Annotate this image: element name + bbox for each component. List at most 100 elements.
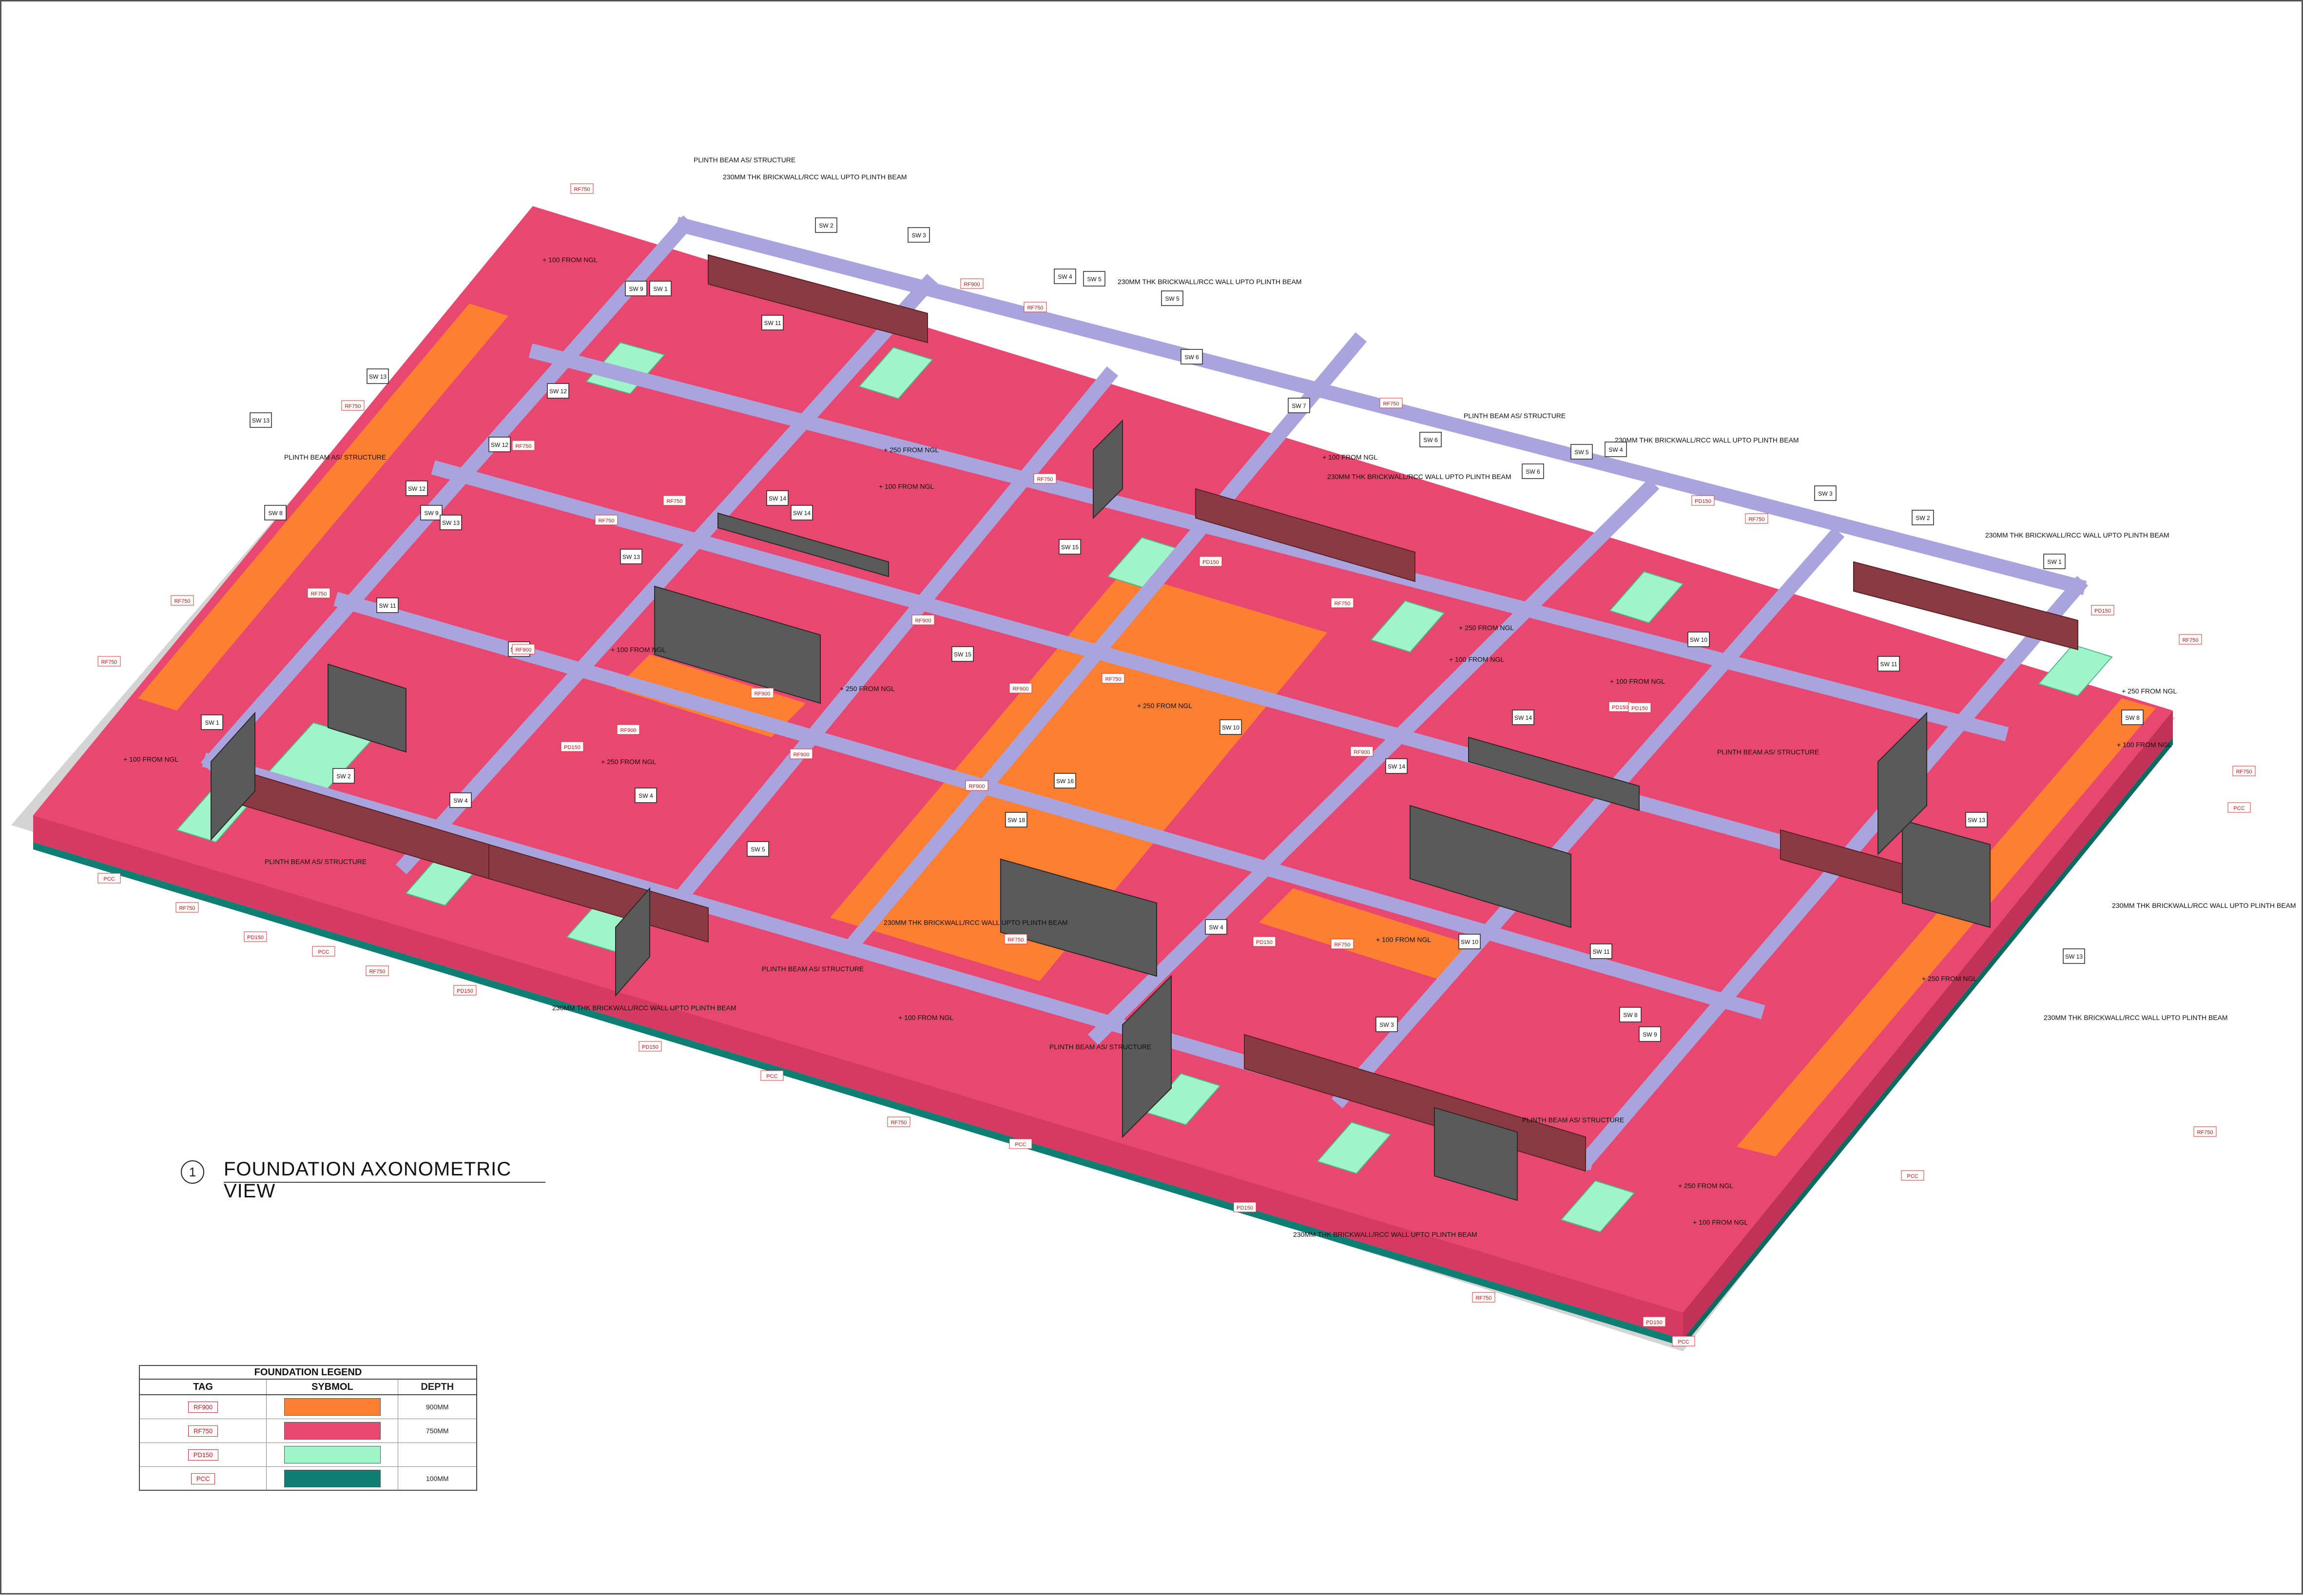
- legend-header-tag: TAG: [140, 1380, 267, 1394]
- foundation-tag-marker: PD150: [1199, 556, 1222, 567]
- shear-wall-tag: SW 13: [367, 368, 389, 384]
- slab-right-face: [1683, 711, 2173, 1339]
- legend-swatch-pd150: [284, 1446, 381, 1463]
- foundation-tag-label: RF750: [1027, 305, 1043, 311]
- foundation-tag-marker: RF750: [1033, 473, 1057, 484]
- shear-wall-tag: SW 1: [201, 714, 223, 730]
- shear-wall-tag-label: SW 10: [1690, 636, 1707, 643]
- plinth-beam: [1331, 527, 1845, 1109]
- level-note-100: + 100 FROM NGL: [898, 1014, 953, 1021]
- foundation-legend: FOUNDATION LEGEND TAG SYBMOL DEPTH RF900…: [139, 1365, 477, 1491]
- shear-wall-tag-box: [420, 505, 443, 520]
- foundation-tag-label: RF750: [890, 1120, 907, 1126]
- foundation-tag-label: RF750: [369, 969, 385, 975]
- level-note-100: + 100 FROM NGL: [542, 256, 598, 264]
- foundation-tag-box: [341, 400, 365, 411]
- shear-wall-tag-label: SW 4: [453, 797, 468, 804]
- shear-wall-tag-label: SW 10: [1222, 724, 1239, 731]
- brickwall-note: 230MM THK BRICKWALL/RCC WALL UPTO PLINTH…: [884, 919, 1068, 926]
- shear-wall-tag-box: [1161, 290, 1183, 306]
- foundation-tag-box: [1745, 513, 1768, 524]
- level-note-250: + 250 FROM NGL: [1922, 975, 1977, 982]
- foundation-tag-label: PCC: [103, 876, 115, 882]
- brickwall-note: 230MM THK BRICKWALL/RCC WALL UPTO PLINTH…: [1615, 436, 1799, 444]
- foundation-tag-marker: PD150: [453, 985, 477, 996]
- foundation-tag-box: [1331, 939, 1354, 949]
- foundation-tag-marker: PCC: [760, 1070, 784, 1081]
- foundation-tag-marker: RF900: [965, 780, 988, 791]
- foundation-tag-marker: PD150: [1253, 936, 1276, 947]
- foundation-tag-box: [887, 1116, 910, 1127]
- shear-wall-tag-box: [815, 217, 837, 233]
- pd150-pad: [1370, 600, 1445, 653]
- brickwall-note: 230MM THK BRICKWALL/RCC WALL UPTO PLINTH…: [723, 173, 907, 181]
- foundation-tag-box: [1102, 673, 1125, 684]
- foundation-tag-box: [1199, 556, 1222, 567]
- shear-wall-tag-label: SW 11: [1592, 948, 1609, 955]
- shear-wall-tag: SW 4: [1605, 442, 1627, 457]
- foundation-tag-box: [512, 440, 535, 451]
- shear-wall-tag-box: [449, 792, 472, 808]
- shear-wall-tag-label: SW 14: [793, 510, 811, 517]
- foundation-tag-marker: RF900: [1350, 746, 1374, 757]
- foundation-tag-label: RF900: [754, 691, 770, 697]
- brickwall-note: 230MM THK BRICKWALL/RCC WALL UPTO PLINTH…: [2112, 902, 2296, 909]
- foundation-tag-box: [312, 946, 335, 957]
- shear-wall-tag-box: [1619, 1007, 1642, 1022]
- foundation-tag-box: [512, 644, 535, 654]
- foundation-tag-box: [639, 1041, 662, 1052]
- foundation-tag-marker: RF750: [1472, 1292, 1495, 1303]
- level-note-100: + 100 FROM NGL: [1610, 677, 1665, 685]
- foundation-tag-marker: RF750: [175, 902, 199, 913]
- foundation-tag-marker: RF750: [2232, 766, 2256, 776]
- foundation-tag-box: [1643, 1316, 1666, 1327]
- shear-wall-tag: SW 6: [1522, 463, 1544, 479]
- legend-tag: RF900: [188, 1401, 218, 1413]
- legend-depth: 750MM: [426, 1427, 449, 1435]
- shear-wall-tag-label: SW 11: [764, 320, 781, 327]
- shear-wall-tag: SW 13: [440, 515, 462, 530]
- shear-wall-tag: SW 11: [761, 315, 784, 330]
- foundation-tag-marker: RF750: [366, 965, 389, 976]
- rf900-zone-strip2: [1259, 888, 1478, 981]
- shear-wall-tag: SW 5: [1161, 290, 1183, 306]
- shear-wall-tag-label: SW 2: [819, 222, 833, 229]
- shear-wall-tag-label: SW 8: [1623, 1012, 1638, 1019]
- foundation-tag-marker: RF900: [790, 749, 813, 759]
- shear-wall-tag: SW 7: [1288, 398, 1310, 413]
- foundation-tag-box: [453, 985, 477, 996]
- plinth-beam-note: PLINTH BEAM AS/ STRUCTURE: [1522, 1116, 1624, 1124]
- foundation-tag-marker: RF750: [663, 495, 686, 506]
- foundation-tag-marker: RF750: [1024, 302, 1047, 312]
- rcc-wall: [1000, 858, 1157, 977]
- shear-wall-tag-box: [766, 490, 789, 506]
- legend-swatch-rf750: [284, 1422, 381, 1440]
- shear-wall-tag: SW 14: [1385, 758, 1408, 774]
- brickwall-note: 230MM THK BRICKWALL/RCC WALL UPTO PLINTH…: [552, 1004, 736, 1012]
- shear-wall-tag: SW 8: [2121, 710, 2144, 725]
- legend-swatch-pcc: [284, 1470, 381, 1487]
- shear-wall-tag-box: [1522, 463, 1544, 479]
- shear-wall-tag-box: [406, 481, 428, 496]
- shear-wall-tag-label: SW 8: [2125, 714, 2140, 721]
- shear-wall-tag-box: [440, 515, 462, 530]
- shear-wall-tag-box: [1054, 269, 1076, 284]
- foundation-tag-label: PCC: [1015, 1142, 1026, 1148]
- plinth-beam: [673, 366, 1119, 904]
- shear-wall-tag-label: SW 1: [205, 719, 219, 726]
- foundation-tag-box: [570, 183, 594, 194]
- shear-wall-tag: SW 6: [1419, 432, 1442, 447]
- foundation-tag-marker: RF900: [960, 278, 984, 289]
- shear-wall-tag-box: [908, 227, 930, 243]
- shear-wall-tag-box: [1205, 919, 1227, 935]
- shear-wall-tag-box: [1059, 539, 1081, 555]
- foundation-tag-label: PD150: [1612, 705, 1628, 711]
- shear-wall-tag-label: SW 12: [408, 485, 426, 492]
- level-note-250: + 250 FROM NGL: [601, 758, 656, 766]
- shear-wall-tag: SW 8: [1619, 1007, 1642, 1022]
- foundation-tag-label: RF750: [310, 591, 327, 597]
- level-note-250: + 250 FROM NGL: [1459, 624, 1514, 632]
- pcc-strip-right: [1683, 737, 2173, 1346]
- shear-wall-tag: SW 11: [376, 597, 399, 613]
- shear-wall-tag: SW 5: [747, 841, 769, 857]
